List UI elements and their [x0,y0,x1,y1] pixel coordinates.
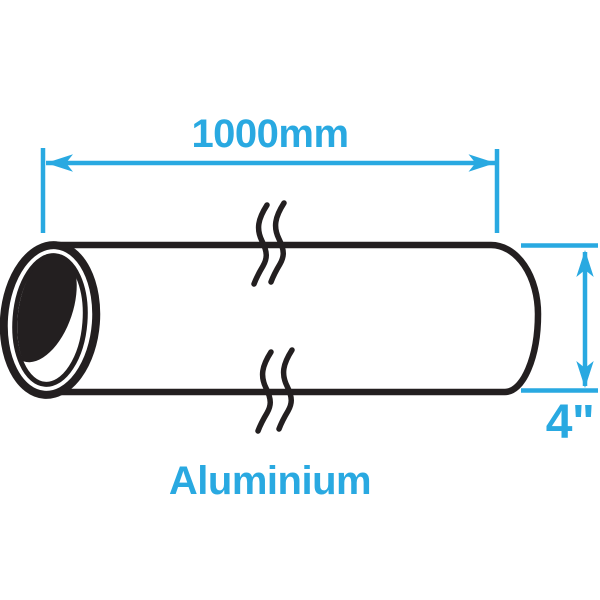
break-mark-top-left [251,202,270,287]
break-mark-bottom-right [276,347,295,432]
diameter-dimension: 4" [521,243,598,449]
length-dimension: 1000mm [40,112,500,233]
diameter-arrowhead-down [576,361,594,388]
diameter-dimension-label: 4" [546,396,594,449]
break-marks [251,200,295,434]
material-label: Aluminium [169,459,371,503]
length-arrowhead-right [468,154,496,172]
diameter-arrowhead-up [576,250,594,277]
tube-body-outline [52,241,542,396]
tube-opening [0,241,101,399]
length-arrowhead-left [46,154,73,172]
break-mark-bottom-left [255,349,274,434]
break-mark-top-right [268,200,287,285]
length-dimension-label: 1000mm [191,112,348,156]
